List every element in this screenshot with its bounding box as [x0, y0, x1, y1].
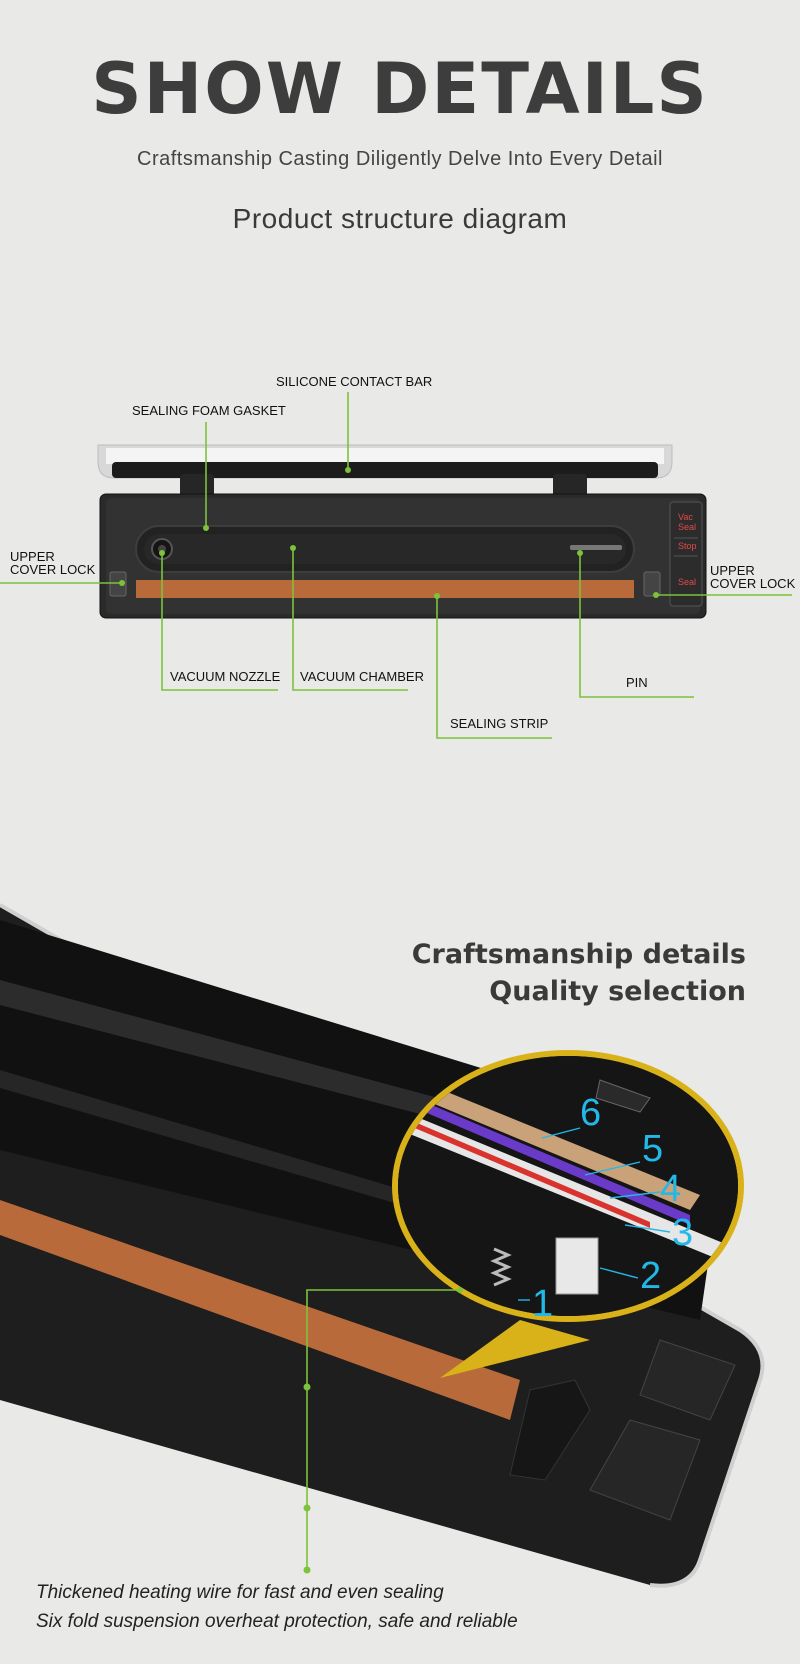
label-vacuum-nozzle: VACUUM NOZZLE [170, 669, 281, 684]
label-upper-left-line1: UPPER [10, 549, 55, 564]
label-sealing-strip: SEALING STRIP [450, 716, 549, 731]
callout-number-4: 4 [660, 1168, 682, 1210]
label-vacuum-chamber: VACUUM CHAMBER [300, 669, 424, 684]
label-upper-right-line1: UPPER [710, 563, 755, 578]
label-upper-cover-lock-left: UPPER COVER LOCK [10, 550, 95, 576]
details-heading: Craftsmanship details Quality selection [412, 936, 746, 1010]
label-silicone-contact-bar: SILICONE CONTACT BAR [276, 374, 433, 389]
panel-label-vac-seal: Vac Seal [678, 512, 696, 532]
product-structure-diagram [0, 392, 792, 739]
vac-label: Vac [678, 512, 693, 522]
section-title: Product structure diagram [232, 203, 568, 234]
callout-number-3: 3 [672, 1212, 694, 1254]
label-upper-right-line2: COVER LOCK [710, 576, 796, 591]
panel-label-stop: Stop [678, 541, 697, 551]
details-heading-line2: Quality selection [489, 976, 746, 1007]
feature-line-1: Thickened heating wire for fast and even… [36, 1582, 444, 1603]
label-pin: PIN [626, 675, 648, 690]
page-subtitle: Craftsmanship Casting Diligently Delve I… [137, 148, 663, 170]
details-heading-line1: Craftsmanship details [411, 939, 746, 970]
label-upper-cover-lock-right: UPPER COVER LOCK [710, 564, 795, 590]
page-title: SHOW DETAILS [91, 48, 709, 130]
seal-label: Seal [678, 522, 697, 532]
callout-number-6: 6 [580, 1092, 602, 1134]
callout-number-1: 1 [532, 1283, 554, 1325]
callout-number-2: 2 [640, 1255, 662, 1297]
label-upper-left-line2: COVER LOCK [10, 562, 96, 577]
feature-line-2: Six fold suspension overheat protection,… [36, 1611, 518, 1632]
callout-number-5: 5 [642, 1128, 664, 1170]
label-sealing-foam-gasket: SEALING FOAM GASKET [132, 403, 286, 418]
panel-label-seal: Seal [678, 577, 697, 587]
